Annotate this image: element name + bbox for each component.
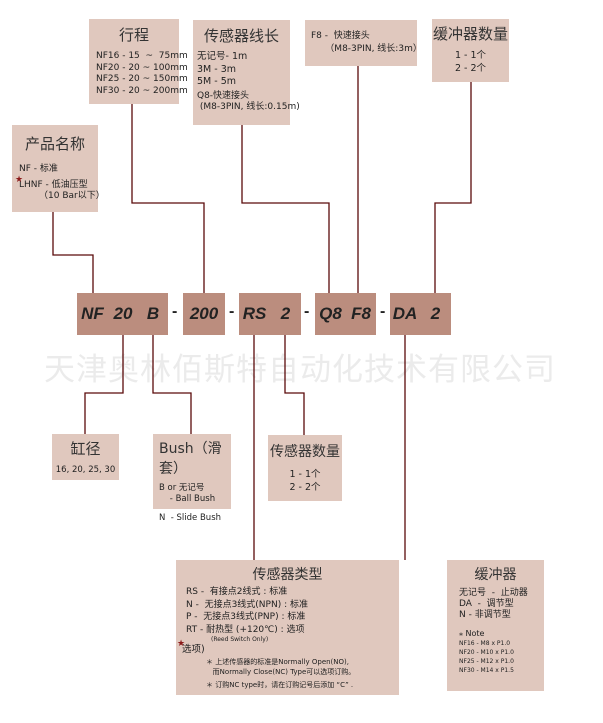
buffer-qty-title: 缓冲器数量	[432, 25, 508, 43]
cable-line: 3M - 3m	[197, 63, 237, 75]
bore-values: 16, 20, 25, 30	[55, 465, 116, 475]
watermark: 天津奥林佰斯特自动化技术有限公司	[44, 352, 556, 388]
cable-line: 5M - 5m	[197, 76, 237, 87]
cable-title: 传感器线长	[203, 27, 279, 45]
sensor-type-line: N - 无接点3线式(NPN) : 标准	[186, 599, 308, 610]
note-line: NF20 - M10 x P1.0	[459, 649, 514, 656]
code-cell-cable: Q8	[315, 293, 346, 335]
reed-note: (Reed Switch Only)	[211, 636, 269, 643]
nc-order-note: ＊ 订购NC type时，请在订购记号后添加 “C” .	[206, 680, 354, 689]
code-cell-buffer: DA	[390, 293, 420, 335]
code-cell-product: NF	[77, 293, 108, 335]
code-dash: -	[304, 303, 310, 320]
stroke-line: NF20 - 20 ~ 100mm	[96, 62, 188, 73]
code-cell-bore: 20	[108, 293, 138, 335]
stroke-line: NF30 - 20 ~ 200mm	[96, 86, 188, 97]
note-line: NF30 - M14 x P1.5	[459, 667, 514, 674]
code-cell-connector: F8	[346, 293, 376, 335]
line-product	[52, 211, 94, 293]
line-bush	[152, 335, 192, 434]
bush-b-detail: - Ball Bush	[159, 494, 216, 504]
bush-b: B or 无记号	[159, 483, 205, 493]
cable-q8: Q8-快速接头	[197, 90, 250, 101]
nc-note: ＊ 上述传感器的标准是Normally Open(NO),	[206, 657, 349, 666]
cable-q8-detail: (M8-3PIN, 线长:0.15m)	[197, 101, 300, 112]
product-nf: NF - 标准	[19, 164, 58, 174]
code-dash: -	[380, 303, 386, 320]
buffer-title: 缓冲器	[474, 567, 517, 583]
line-stroke	[131, 103, 205, 293]
nc-note: 而Normally Close(NC) Type可以选项订购。	[206, 667, 356, 676]
note-title: ⁎ Note	[459, 629, 485, 638]
stroke-line: NF25 - 20 ~ 150mm	[96, 74, 188, 85]
buffer-line: DA - 调节型	[459, 599, 514, 609]
sensor-qty-line: 2 - 2个	[289, 481, 321, 493]
buffer-box: 缓冲器 无记号 - 止动器 DA - 调节型 N - 非调节型 ⁎ Note N…	[447, 560, 544, 691]
product-name-box: 产品名称 NF - 标准 ★ LHNF - 低油压型 （10 Bar以下）	[12, 125, 105, 212]
sensor-type-title: 传感器类型	[252, 567, 323, 583]
sensor-qty-line: 1 - 1个	[289, 469, 321, 480]
product-title: 产品名称	[24, 135, 85, 153]
bush-n: N - Slide Bush	[159, 513, 222, 523]
code-cell-buffer-qty: 2	[420, 293, 451, 335]
sensor-type-line: P - 无接点3线式(PNP) : 标准	[186, 612, 306, 622]
bush-title: Bush（滑套）	[159, 441, 222, 477]
sensor-type-box: 传感器类型 RS - 有接点2线式 : 标准 N - 无接点3线式(NPN) :…	[176, 560, 399, 695]
line-buffer-qty	[434, 81, 472, 293]
note-line: NF16 - M8 x P1.0	[459, 640, 511, 647]
f8-line: F8 - 快速接头	[311, 31, 370, 41]
code-cell-bush: B	[138, 293, 168, 335]
line-cable	[241, 124, 330, 293]
product-lhnf: LHNF - 低油压型	[19, 179, 88, 190]
buffer-line: 无记号 - 止动器	[459, 588, 528, 598]
buffer-line: N - 非调节型	[459, 610, 511, 620]
stroke-line: NF16 - 15 ~ 75mm	[96, 51, 188, 61]
star-icon: ★	[15, 175, 24, 185]
stroke-box: 行程 NF16 - 15 ~ 75mm NF20 - 20 ~ 100mm NF…	[89, 19, 188, 104]
sensor-type-line: RT - 耐热型 (+120℃) : 选项	[186, 624, 305, 635]
buffer-qty-line: 1 - 1个	[454, 50, 487, 61]
buffer-qty-line: 2 - 2个	[454, 62, 487, 74]
star-icon: ★	[177, 639, 186, 649]
bore-box: 缸径 16, 20, 25, 30	[52, 434, 119, 480]
stroke-title: 行程	[118, 26, 149, 44]
product-lhnf-note: （10 Bar以下）	[39, 190, 105, 201]
connector-box: F8 - 快速接头 （M8-3PIN, 线长:3m）	[305, 20, 422, 66]
sensor-qty-box: 传感器数量 1 - 1个 2 - 2个	[268, 435, 342, 501]
bore-title: 缸径	[70, 440, 101, 458]
cable-line: 无记号- 1m	[197, 51, 248, 62]
note-line: NF25 - M12 x P1.0	[459, 658, 514, 665]
f8-detail: （M8-3PIN, 线长:3m）	[311, 43, 422, 54]
code-cell-stroke: 200	[183, 293, 225, 335]
bush-box: Bush（滑套） B or 无记号 - Ball Bush N - Slide …	[153, 434, 231, 523]
sensor-type-line: RS - 有接点2线式 : 标准	[186, 587, 288, 597]
line-bore	[84, 335, 124, 434]
line-sensor-qty	[284, 335, 305, 435]
cable-length-box: 传感器线长 无记号- 1m 3M - 3m 5M - 5m Q8-快速接头 (M…	[193, 20, 300, 125]
code-dash: -	[172, 303, 178, 320]
code-cell-sensor-type: RS	[239, 293, 270, 335]
code-dash: -	[229, 303, 235, 320]
sensor-qty-title: 传感器数量	[270, 444, 340, 460]
option-label: 选项)	[182, 644, 205, 655]
code-cell-sensor-qty: 2	[270, 293, 301, 335]
buffer-qty-box: 缓冲器数量 1 - 1个 2 - 2个	[432, 19, 509, 82]
